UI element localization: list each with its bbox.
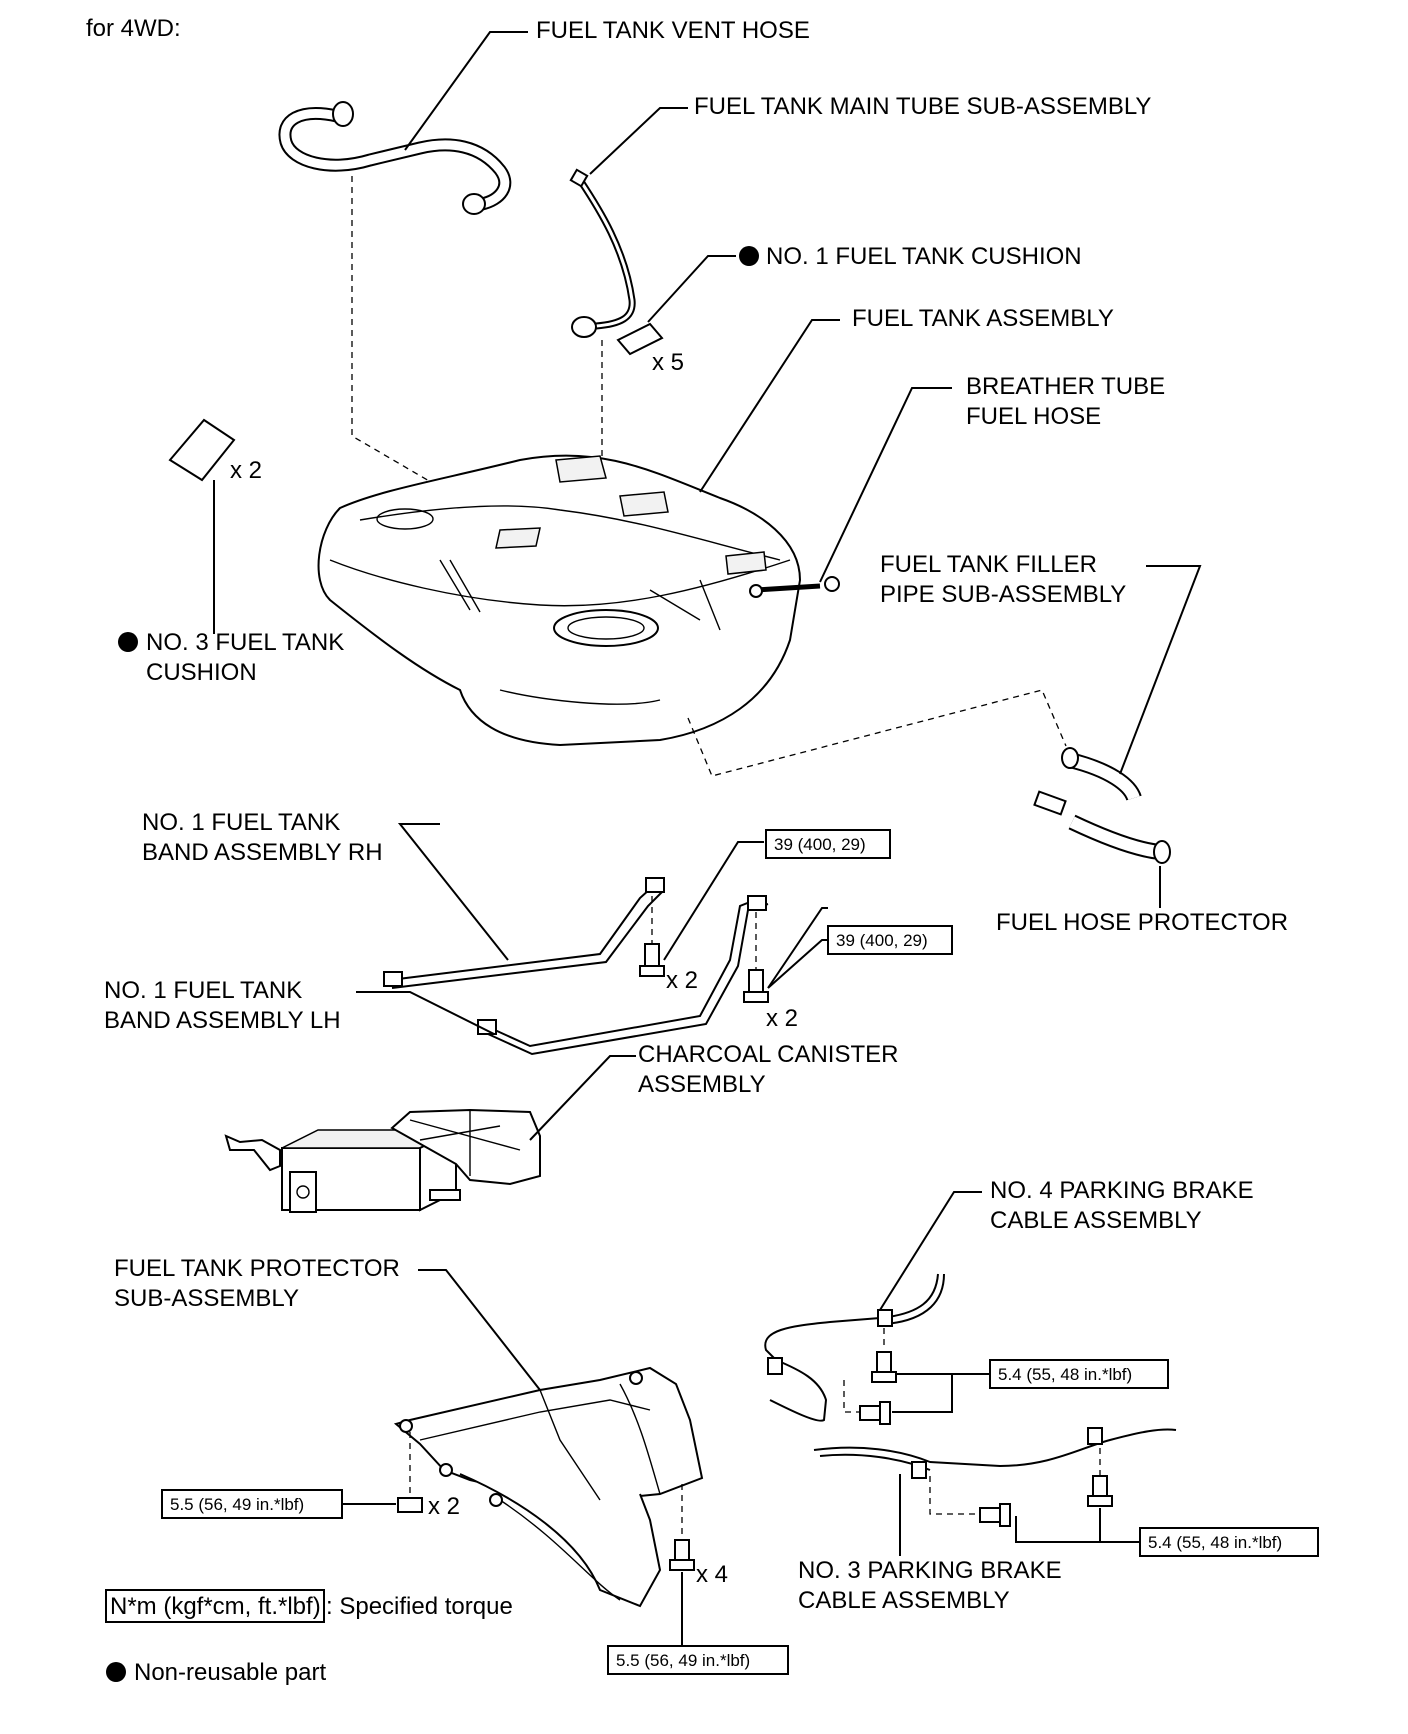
breather-tube-fuel-hose bbox=[749, 576, 840, 598]
label-filler-l1: FUEL TANK FILLER bbox=[880, 551, 1097, 578]
label-pb3-l2: CABLE ASSEMBLY bbox=[798, 1587, 1010, 1614]
legend-torque-text: : Specified torque bbox=[326, 1593, 513, 1620]
qty-cushion3: x 2 bbox=[230, 457, 262, 484]
charcoal-canister-assembly bbox=[224, 1108, 541, 1213]
band-assembly-lh bbox=[477, 895, 769, 1056]
fuel-tank-protector bbox=[393, 1366, 704, 1608]
pb4-bolt-lower bbox=[859, 1401, 891, 1425]
label-breather-l1: BREATHER TUBE bbox=[966, 373, 1165, 400]
qty-protector-nut: x 2 bbox=[428, 1493, 460, 1520]
qty-protector-bolt: x 4 bbox=[696, 1561, 728, 1588]
torque-box-protector-bolt bbox=[607, 1645, 789, 1675]
label-canister-l1: CHARCOAL CANISTER bbox=[638, 1041, 898, 1068]
torque-band-lh: 39 (400, 29) bbox=[836, 931, 928, 950]
label-cushion3-l2: CUSHION bbox=[146, 659, 257, 686]
fuel-tank-main-tube bbox=[569, 168, 636, 338]
label-pb3-l1: NO. 3 PARKING BRAKE bbox=[798, 1557, 1062, 1584]
pb3-bolt-right bbox=[1087, 1475, 1113, 1507]
no3-fuel-tank-cushion bbox=[168, 418, 236, 482]
fuel-tank-filler-pipe bbox=[1061, 747, 1142, 802]
legend-torque-box-text: N*m (kgf*cm, ft.*lbf) bbox=[110, 1593, 321, 1620]
torque-box-pb3 bbox=[1139, 1527, 1319, 1557]
torque-band-rh: 39 (400, 29) bbox=[774, 835, 866, 854]
label-breather-l2: FUEL HOSE bbox=[966, 403, 1101, 430]
label-pb4-l2: CABLE ASSEMBLY bbox=[990, 1207, 1202, 1234]
label-band-lh-l1: NO. 1 FUEL TANK bbox=[104, 977, 302, 1004]
label-protector-l1: FUEL TANK PROTECTOR bbox=[114, 1255, 400, 1282]
label-tank: FUEL TANK ASSEMBLY bbox=[852, 305, 1114, 332]
qty-cushion1: x 5 bbox=[652, 349, 684, 376]
qty-band-lh-bolt: x 2 bbox=[766, 1005, 798, 1032]
fuel-tank-vent-hose bbox=[278, 101, 512, 215]
label-main-tube: FUEL TANK MAIN TUBE SUB-ASSEMBLY bbox=[694, 93, 1151, 120]
torque-protector-bolt: 5.5 (56, 49 in.*lbf) bbox=[616, 1651, 750, 1670]
nonreusable-mark-cushion3 bbox=[118, 632, 138, 652]
legend-torque-box bbox=[105, 1589, 325, 1623]
label-cushion3-l1: NO. 3 FUEL TANK bbox=[146, 629, 344, 656]
label-protector-l2: SUB-ASSEMBLY bbox=[114, 1285, 299, 1312]
label-cushion1: NO. 1 FUEL TANK CUSHION bbox=[766, 243, 1082, 270]
torque-box-band-lh bbox=[827, 925, 953, 955]
fuel-hose-protector bbox=[1033, 790, 1171, 864]
label-vent-hose: FUEL TANK VENT HOSE bbox=[536, 17, 810, 44]
no4-parking-brake-cable bbox=[764, 1273, 945, 1422]
torque-box-pb4 bbox=[989, 1359, 1169, 1389]
label-band-rh-l2: BAND ASSEMBLY RH bbox=[142, 839, 383, 866]
no1-fuel-tank-cushion bbox=[616, 322, 664, 356]
pb3-bolt-left bbox=[979, 1503, 1011, 1527]
torque-pb3: 5.4 (55, 48 in.*lbf) bbox=[1148, 1533, 1282, 1552]
torque-pb4: 5.4 (55, 48 in.*lbf) bbox=[998, 1365, 1132, 1384]
label-band-rh-l1: NO. 1 FUEL TANK bbox=[142, 809, 340, 836]
pb4-bolt-upper bbox=[871, 1351, 897, 1383]
torque-protector-nut: 5.5 (56, 49 in.*lbf) bbox=[170, 1495, 304, 1514]
torque-box-protector-nut bbox=[161, 1489, 343, 1519]
qty-band-rh-bolt: x 2 bbox=[666, 967, 698, 994]
fuel-tank-assembly bbox=[317, 454, 802, 747]
variant-title: for 4WD: bbox=[86, 15, 181, 42]
protector-bolt bbox=[669, 1539, 695, 1571]
label-canister-l2: ASSEMBLY bbox=[638, 1071, 766, 1098]
protector-nut bbox=[397, 1497, 423, 1513]
label-hose-protector: FUEL HOSE PROTECTOR bbox=[996, 909, 1288, 936]
label-filler-l2: PIPE SUB-ASSEMBLY bbox=[880, 581, 1126, 608]
label-band-lh-l2: BAND ASSEMBLY LH bbox=[104, 1007, 341, 1034]
no3-parking-brake-cable bbox=[813, 1427, 1177, 1479]
band-rh-bolt bbox=[639, 943, 665, 977]
label-pb4-l1: NO. 4 PARKING BRAKE bbox=[990, 1177, 1254, 1204]
torque-box-band-rh bbox=[765, 829, 891, 859]
legend-nonreusable-text: Non-reusable part bbox=[134, 1659, 326, 1686]
band-lh-bolt bbox=[743, 969, 769, 1003]
legend-nonreusable-mark bbox=[106, 1662, 126, 1682]
nonreusable-mark-cushion1 bbox=[739, 246, 759, 266]
band-assembly-rh bbox=[383, 877, 665, 989]
